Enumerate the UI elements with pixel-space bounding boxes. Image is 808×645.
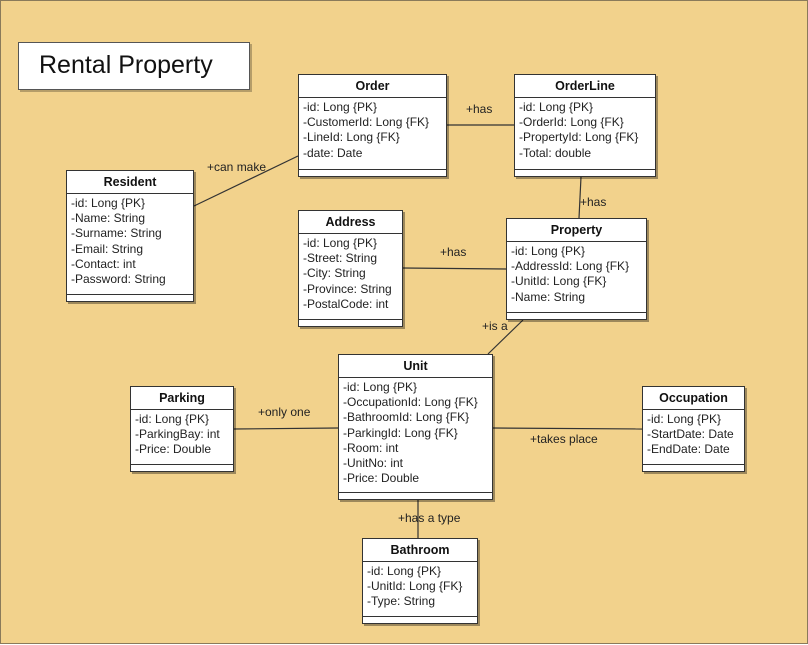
attribute-row: -AddressId: Long {FK} (511, 259, 630, 274)
attribute-row: -UnitNo: int (343, 456, 404, 471)
attribute-row: -id: Long {PK} (647, 412, 722, 426)
edge-orderline-property (578, 176, 582, 219)
operations-compartment (339, 492, 492, 493)
attribute-row: -Price: Double (343, 471, 420, 486)
operations-compartment (515, 169, 655, 170)
class-order[interactable]: Order -id: Long {PK}-CustomerId: Long {F… (298, 74, 447, 177)
attribute-list: -id: Long {PK}-Name: String-Surname: Str… (67, 194, 193, 287)
attribute-row: -Email: String (71, 241, 144, 256)
class-name: OrderLine (515, 75, 655, 98)
diagram-title: Rental Property (18, 42, 250, 90)
operations-compartment (131, 464, 233, 465)
attribute-row: -ParkingId: Long {FK} (343, 425, 458, 440)
attribute-row: -BathroomId: Long {FK} (343, 410, 470, 425)
attribute-list: -id: Long {PK}-Street: String-City: Stri… (299, 234, 402, 312)
label-address-property: +has (440, 245, 467, 259)
attribute-row: -Contact: int (71, 256, 136, 271)
class-resident[interactable]: Resident -id: Long {PK}-Name: String-Sur… (66, 170, 194, 302)
attribute-row: -Room: int (343, 440, 399, 455)
class-unit[interactable]: Unit -id: Long {PK}-OccupationId: Long {… (338, 354, 493, 500)
class-name: Parking (131, 387, 233, 410)
attribute-row: -Type: String (367, 594, 436, 609)
label-orderline-property: +has (580, 195, 607, 209)
attribute-row: -Province: String (303, 281, 392, 296)
attribute-list: -id: Long {PK}-UnitId: Long {FK}-Type: S… (363, 562, 477, 610)
attribute-row: -StartDate: Date (647, 427, 734, 442)
edge-resident-order (193, 155, 299, 207)
class-bathroom[interactable]: Bathroom -id: Long {PK}-UnitId: Long {FK… (362, 538, 478, 624)
class-name: Address (299, 211, 402, 234)
attribute-row: -UnitId: Long {FK} (511, 274, 607, 289)
attribute-row: -UnitId: Long {FK} (367, 579, 463, 594)
attribute-list: -id: Long {PK}-AddressId: Long {FK}-Unit… (507, 242, 646, 305)
attribute-row: -id: Long {PK} (71, 196, 146, 210)
attribute-row: -PostalCode: int (303, 296, 389, 311)
edge-property-unit (487, 319, 524, 355)
attribute-list: -id: Long {PK}-StartDate: Date-EndDate: … (643, 410, 744, 458)
attribute-row: -id: Long {PK} (511, 244, 586, 258)
attribute-list: -id: Long {PK}-OrderId: Long {FK}-Proper… (515, 98, 655, 161)
attribute-row: -Street: String (303, 251, 378, 266)
attribute-row: -id: Long {PK} (303, 100, 378, 114)
operations-compartment (299, 319, 402, 320)
attribute-row: -City: String (303, 266, 366, 281)
attribute-row: -id: Long {PK} (135, 412, 210, 426)
class-address[interactable]: Address -id: Long {PK}-Street: String-Ci… (298, 210, 403, 327)
attribute-list: -id: Long {PK}-CustomerId: Long {FK}-Lin… (299, 98, 446, 161)
class-name: Unit (339, 355, 492, 378)
attribute-row: -Password: String (71, 272, 166, 287)
attribute-row: -OccupationId: Long {FK} (343, 395, 478, 410)
edge-address-property (402, 267, 507, 270)
class-name: Bathroom (363, 539, 477, 562)
class-name: Property (507, 219, 646, 242)
label-resident-order: +can make (207, 160, 267, 174)
attribute-row: -id: Long {PK} (343, 380, 418, 394)
attribute-list: -id: Long {PK}-ParkingBay: int-Price: Do… (131, 410, 233, 458)
operations-compartment (363, 616, 477, 617)
class-name: Occupation (643, 387, 744, 410)
edge-unit-occupation (492, 427, 643, 430)
operations-compartment (643, 464, 744, 465)
label-unit-bathroom: +has a type (398, 511, 461, 525)
attribute-row: -ParkingBay: int (135, 427, 220, 442)
operations-compartment (67, 294, 193, 295)
attribute-row: -Name: String (511, 289, 586, 304)
label-parking-unit: +only one (258, 405, 311, 419)
attribute-row: -Surname: String (71, 226, 162, 241)
edge-parking-unit (233, 427, 339, 430)
attribute-row: -OrderId: Long {FK} (519, 115, 624, 130)
operations-compartment (507, 312, 646, 313)
class-name: Resident (67, 171, 193, 194)
label-order-orderline: +has (466, 102, 493, 116)
operations-compartment (299, 169, 446, 170)
attribute-row: -LineId: Long {FK} (303, 130, 400, 145)
attribute-row: -EndDate: Date (647, 442, 730, 457)
attribute-row: -Price: Double (135, 442, 212, 457)
label-property-unit: +is a (482, 319, 508, 333)
attribute-row: -id: Long {PK} (519, 100, 594, 114)
attribute-row: -CustomerId: Long {FK} (303, 115, 430, 130)
attribute-row: -id: Long {PK} (367, 564, 442, 578)
attribute-list: -id: Long {PK}-OccupationId: Long {FK}-B… (339, 378, 492, 486)
class-orderline[interactable]: OrderLine -id: Long {PK}-OrderId: Long {… (514, 74, 656, 177)
label-unit-occupation: +takes place (530, 432, 598, 446)
attribute-row: -PropertyId: Long {FK} (519, 130, 639, 145)
attribute-row: -id: Long {PK} (303, 236, 378, 250)
attribute-row: -date: Date (303, 145, 363, 160)
class-occupation[interactable]: Occupation -id: Long {PK}-StartDate: Dat… (642, 386, 745, 472)
class-property[interactable]: Property -id: Long {PK}-AddressId: Long … (506, 218, 647, 320)
class-parking[interactable]: Parking -id: Long {PK}-ParkingBay: int-P… (130, 386, 234, 472)
class-name: Order (299, 75, 446, 98)
attribute-row: -Name: String (71, 211, 146, 226)
attribute-row: -Total: double (519, 145, 592, 160)
